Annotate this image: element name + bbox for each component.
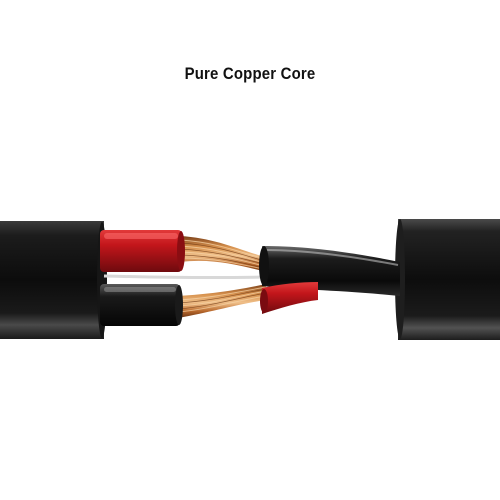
left-cable-jacket xyxy=(0,221,107,339)
black-wire-insulation-left xyxy=(100,284,183,326)
copper-strands-upper xyxy=(179,236,269,272)
headline-text: Pure Copper Core xyxy=(184,64,316,83)
red-wire-insulation-right xyxy=(260,282,318,314)
copper-strands-lower xyxy=(177,284,267,318)
red-wire-insulation-left xyxy=(100,230,185,272)
right-cable-jacket xyxy=(395,219,500,340)
